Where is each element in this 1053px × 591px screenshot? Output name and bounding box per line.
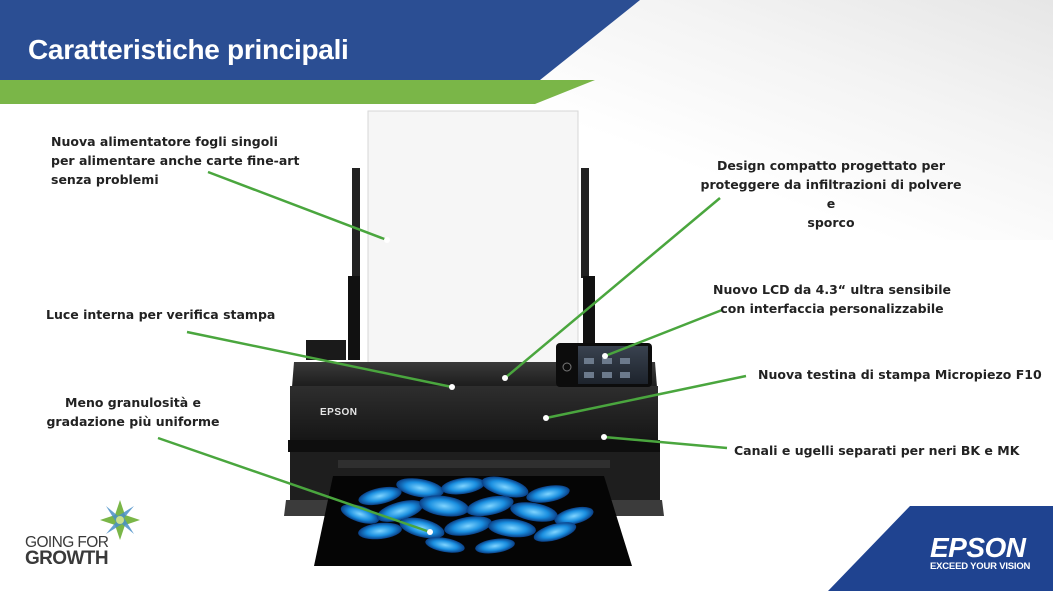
leader-sheet-feeder xyxy=(207,170,388,242)
leader-grain xyxy=(157,436,431,534)
printer-brand-label: EPSON xyxy=(320,407,358,418)
label-line: Canali e ugelli separati per neri BK e M… xyxy=(734,443,1020,458)
label-line: Nuovo LCD da 4.3“ ultra sensibile xyxy=(713,282,951,297)
label-line: Meno granulosità e xyxy=(65,395,201,410)
lcd-tile xyxy=(620,372,630,378)
star-leaf-icon xyxy=(100,500,140,540)
left-support-base xyxy=(348,276,360,360)
going-for-growth-logo: GOING FOR GROWTH xyxy=(25,534,109,569)
leader-lcd xyxy=(604,308,723,358)
printer-body xyxy=(290,386,658,440)
label-channels: Canali e ugelli separati per neri BK e M… xyxy=(734,441,1019,460)
header-accent-stripe xyxy=(0,80,595,104)
label-line: Luce interna per verifica stampa xyxy=(46,307,276,322)
label-line: Nuova alimentatore fogli singoli xyxy=(51,134,278,149)
lcd-tile xyxy=(584,358,594,364)
label-printhead: Nuova testina di stampa Micropiezo F10 xyxy=(758,365,1042,384)
label-line: Nuova testina di stampa Micropiezo F10 xyxy=(758,367,1042,382)
footer-corner-band xyxy=(828,506,1053,591)
label-internal-light: Luce interna per verifica stampa xyxy=(46,305,275,324)
growth-line2: GROWTH xyxy=(25,548,109,569)
right-support-arm xyxy=(581,168,589,278)
lcd-tile xyxy=(620,358,630,364)
output-slot xyxy=(338,460,610,468)
header-band xyxy=(0,0,640,80)
label-lcd: Nuovo LCD da 4.3“ ultra sensibile con in… xyxy=(712,280,952,318)
lcd-tile xyxy=(602,372,612,378)
label-line: per alimentare anche carte fine-art xyxy=(51,153,300,168)
label-grain: Meno granulosità e gradazione più unifor… xyxy=(40,393,226,431)
label-line: sporco xyxy=(807,215,855,230)
growth-line1: GOING FOR xyxy=(25,534,109,551)
label-line: con interfaccia personalizzabile xyxy=(720,301,944,316)
paper-sheet xyxy=(367,110,579,364)
lcd-tile xyxy=(602,358,612,364)
lcd-tile xyxy=(584,372,594,378)
leader-lines xyxy=(157,170,747,534)
leader-printhead xyxy=(545,374,747,420)
leader-internal-light xyxy=(186,330,453,389)
butterfly-wings xyxy=(340,476,594,554)
label-line: gradazione più uniforme xyxy=(46,414,220,429)
power-button-icon xyxy=(562,362,572,372)
leader-channels xyxy=(603,435,728,450)
label-line: senza problemi xyxy=(51,172,159,187)
page-title: Caratteristiche principali xyxy=(28,34,349,65)
epson-tagline: EXCEED YOUR VISION xyxy=(930,561,1031,572)
background-shading xyxy=(533,0,1053,240)
body-seam xyxy=(288,440,660,452)
label-sheet-feeder: Nuova alimentatore fogli singoli per ali… xyxy=(51,132,299,189)
left-support-arm xyxy=(352,168,360,278)
leader-compact-design xyxy=(504,197,721,379)
epson-logo: EPSON xyxy=(930,532,1026,563)
right-support-base xyxy=(583,276,595,360)
leader-dots xyxy=(384,237,608,535)
label-line: proteggere da infiltrazioni di polvere e xyxy=(700,177,962,211)
label-compact-design: Design compatto progettato per protegger… xyxy=(700,156,962,232)
left-knob xyxy=(306,340,346,360)
label-line: Design compatto progettato per xyxy=(716,158,946,173)
